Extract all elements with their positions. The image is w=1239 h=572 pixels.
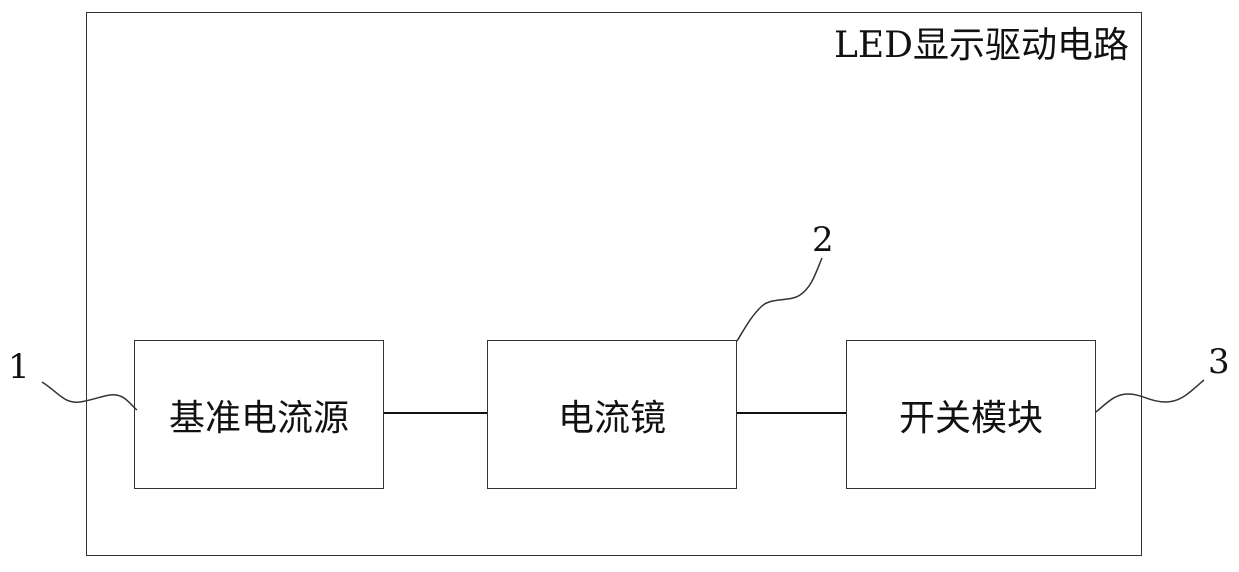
connection-mirror-to-switch: [737, 412, 846, 414]
callout-number-3: 3: [1208, 342, 1230, 382]
block-switch-module: 开关模块: [846, 340, 1096, 489]
block-label-reference-current-source: 基准电流源: [169, 389, 349, 441]
block-reference-current-source: 基准电流源: [134, 340, 384, 489]
block-label-current-mirror: 电流镜: [558, 389, 666, 441]
callout-number-1: 1: [8, 347, 30, 387]
callout-number-2: 2: [812, 220, 834, 260]
block-current-mirror: 电流镜: [487, 340, 737, 489]
diagram-title: LED显示驱动电路: [834, 24, 1129, 68]
connection-ref-to-mirror: [384, 412, 487, 414]
block-label-switch-module: 开关模块: [899, 389, 1043, 441]
